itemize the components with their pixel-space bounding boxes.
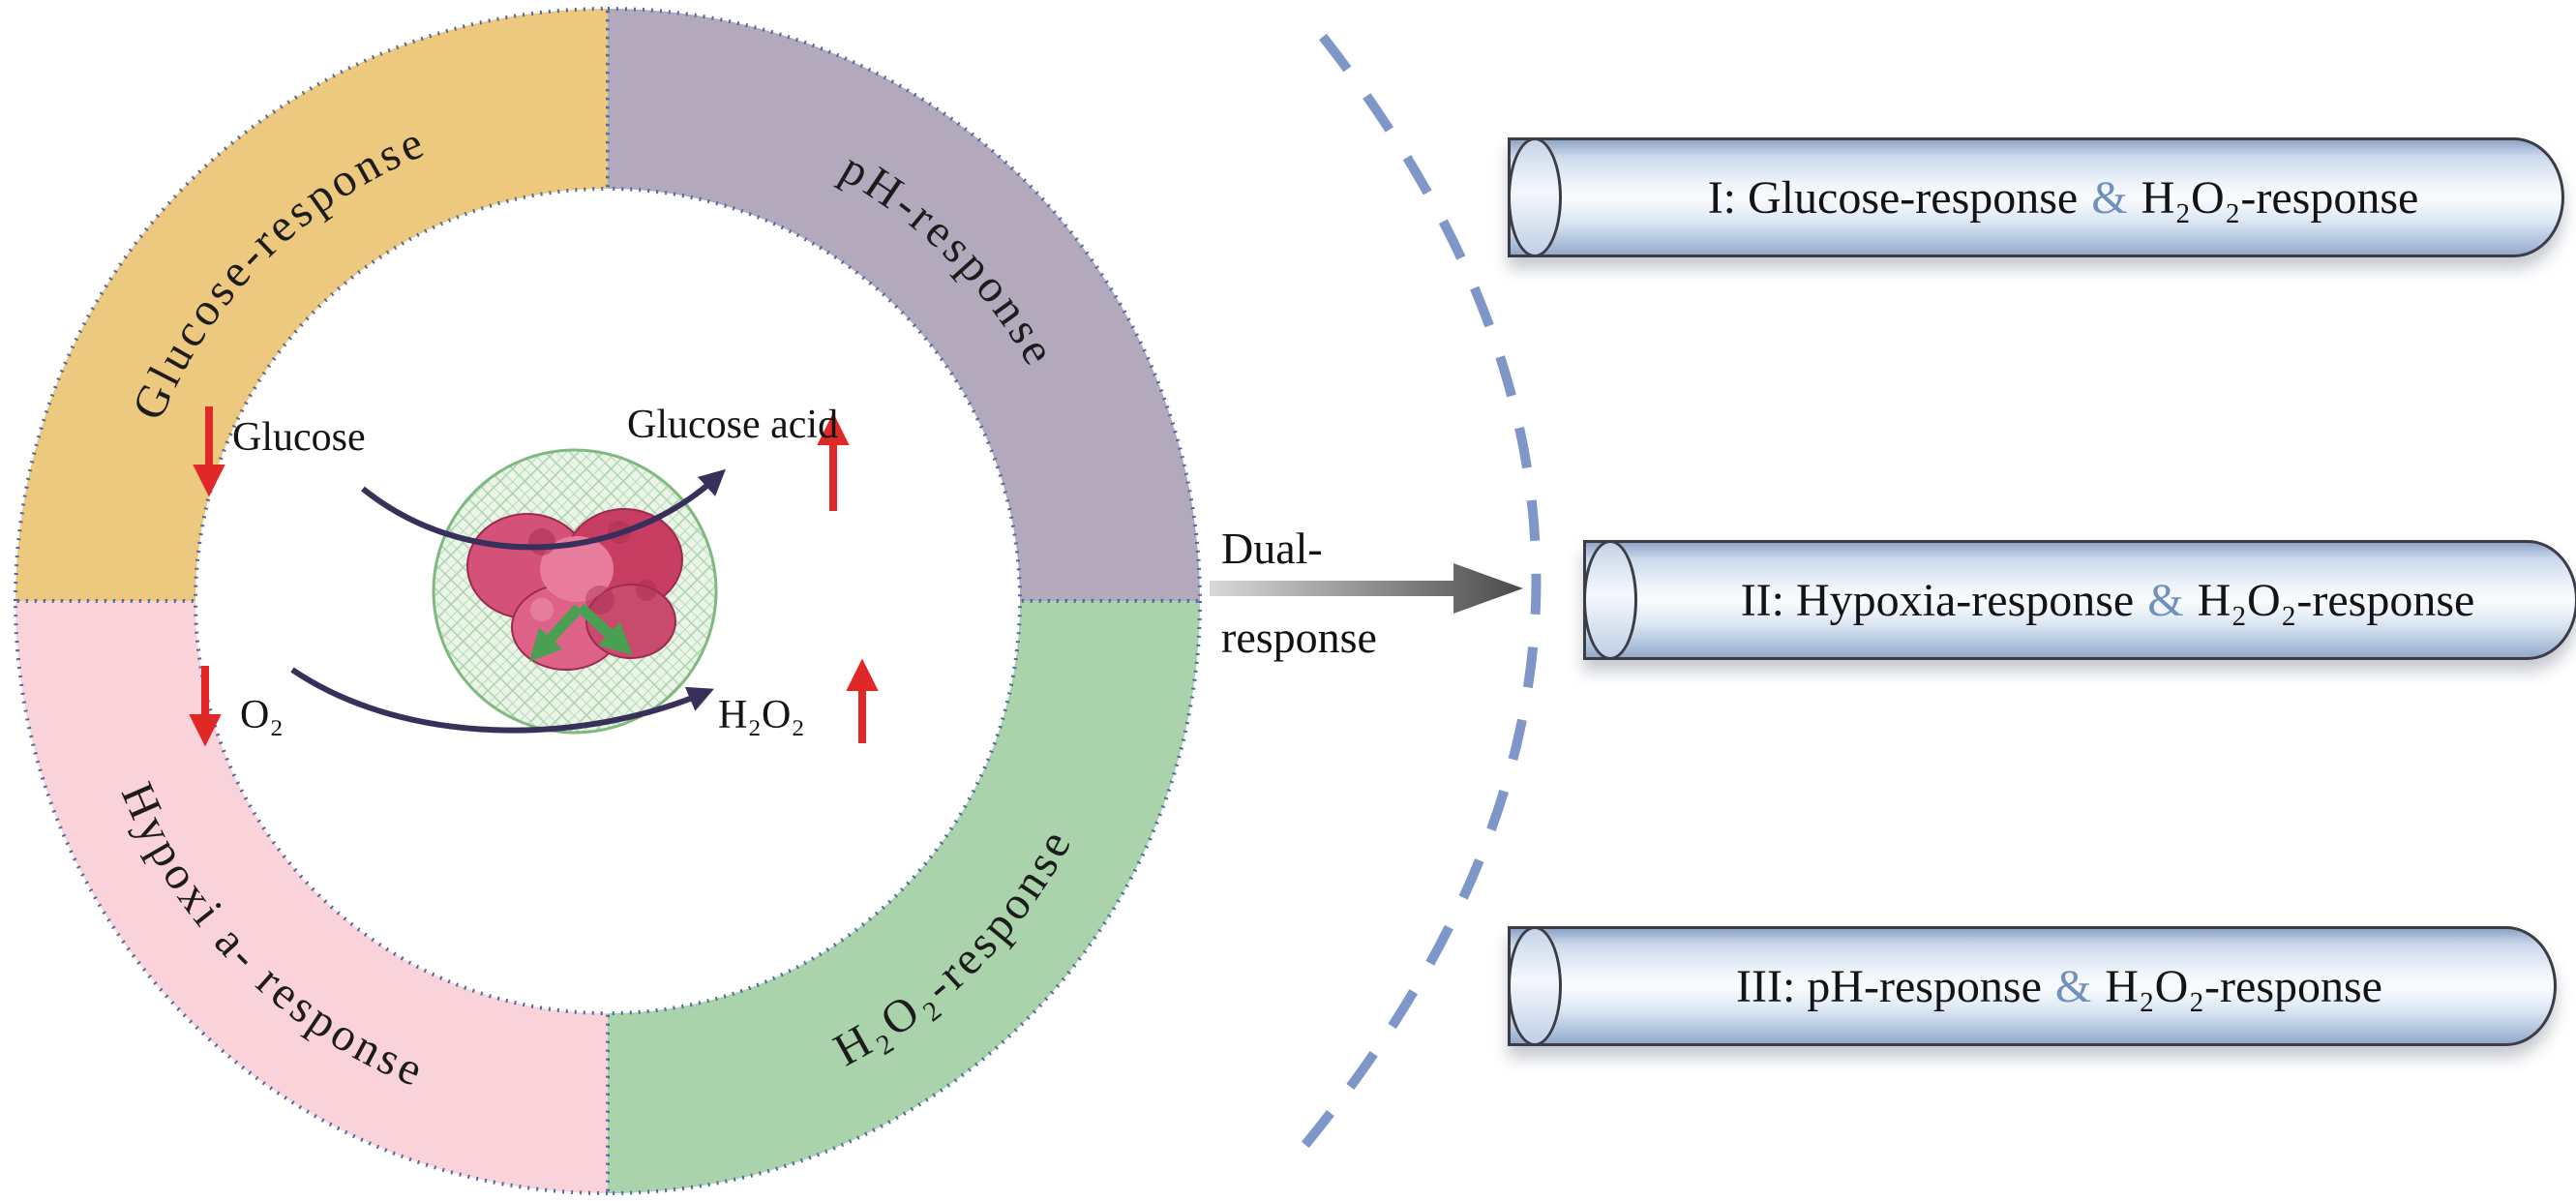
protein-graphic [466,508,683,671]
nanoparticle-core [432,448,718,735]
ring-segment-glucose-response [13,6,610,603]
reaction-annotations: Glucose Glucose acid O₂ H₂O₂ [189,403,879,747]
mesh-sphere-outline [432,448,718,735]
tube-2-text2: H₂O₂-response [2197,574,2475,626]
o2-label: O₂ [240,693,284,737]
ring-segment-h2o2-response [606,599,1203,1196]
protein-texture-dot [530,598,554,621]
tube-3-ampersand: & [2054,960,2092,1012]
test-tube-3: III: pH-response&H₂O₂-response [1508,926,2557,1046]
dual-label-line2: response [1221,613,1377,662]
tube-3-text2: H₂O₂-response [2105,960,2382,1012]
glucose-to-acid-curved-arrow [361,468,726,551]
tube-1-text: I: Glucose-response [1707,171,2079,224]
tube-1-label: I: Glucose-response&H₂O₂-response [1511,140,2561,255]
o2-to-h2o2-curved-arrow [290,667,714,734]
protein-blob [540,536,614,602]
tube-mouth-icon [1508,137,1562,257]
test-tube-1: I: Glucose-response&H₂O₂-response [1508,137,2564,257]
enzyme-reaction-arrow-left [529,604,584,662]
tube-2-ampersand: & [2147,574,2184,626]
dual-label-line1: Dual- [1221,524,1323,573]
tube-3-label: III: pH-response&H₂O₂-response [1511,929,2554,1043]
tube-2-label: II: Hypoxia-response&H₂O₂-response [1586,543,2575,657]
ring-segment-hypoxia-response [13,599,610,1196]
tube-2-text: II: Hypoxia-response [1740,574,2135,626]
tube-mouth-icon [1583,540,1637,660]
dashed-arc [1291,33,1542,1161]
ring-segment-ph-response [606,6,1203,603]
protein-texture-dot [528,528,555,555]
h2o2-label: H₂O₂ [718,693,805,737]
protein-texture-dot [636,580,657,601]
tube-3-text: III: pH-response [1736,960,2042,1012]
enzyme-reaction-arrow-right [577,603,633,655]
tube-mouth-icon [1508,926,1562,1046]
glucose-label: Glucose [232,415,366,460]
protein-texture-dot [585,585,614,615]
tube-1-ampersand: & [2091,171,2128,224]
gray-arrow-icon [1210,563,1523,614]
glucose-acid-label: Glucose acid [627,403,838,447]
dual-response-arrow: Dual- response [1210,524,1523,662]
tube-1-text2: H₂O₂-response [2141,171,2419,224]
test-tube-2: II: Hypoxia-response&H₂O₂-response [1583,540,2576,660]
